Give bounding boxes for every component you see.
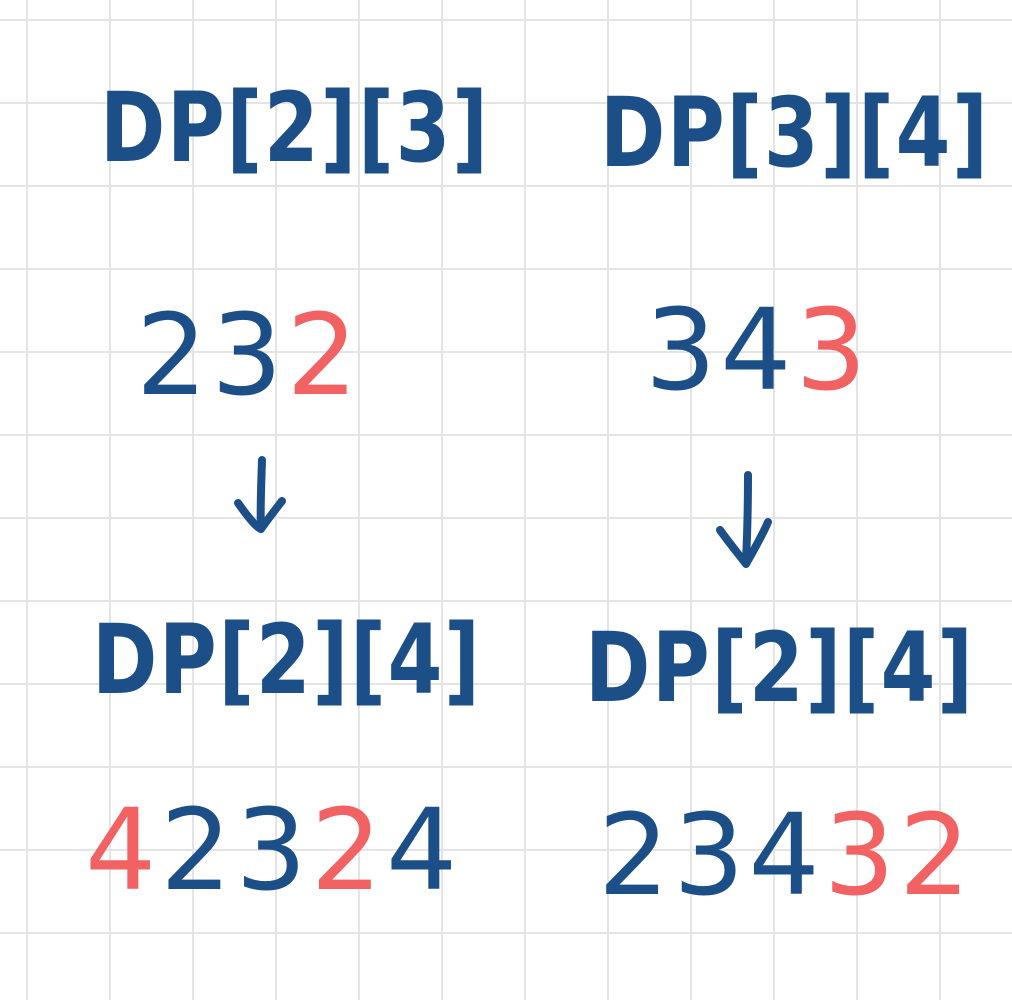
number-highlight-digit: 2 xyxy=(286,291,362,421)
arrow-down-icon xyxy=(230,455,290,565)
number-base-digits: 23 xyxy=(160,786,311,916)
number-base-digits: 34 xyxy=(645,286,796,416)
number-highlight-digits: 32 xyxy=(823,791,975,921)
arrow-down-icon xyxy=(712,470,772,580)
number-343: 343 xyxy=(645,295,871,407)
number-tail-digit: 4 xyxy=(386,786,462,916)
number-lead-highlight-digit: 4 xyxy=(85,786,161,916)
number-232: 232 xyxy=(136,300,362,412)
arrow-down-left-svg xyxy=(234,456,286,533)
label-dp-2-4-left: DP[2][4] xyxy=(92,604,482,716)
number-base-digits: 234 xyxy=(598,791,824,921)
label-dp-2-4-right: DP[2][4] xyxy=(585,612,975,724)
number-23432: 23432 xyxy=(598,800,974,912)
arrow-down-right-svg xyxy=(716,471,772,568)
label-dp-2-3: DP[2][3] xyxy=(100,72,490,184)
number-42324: 42324 xyxy=(85,795,461,907)
number-highlight-digit: 3 xyxy=(795,286,871,416)
number-highlight-digit: 2 xyxy=(310,786,387,916)
number-base-digits: 23 xyxy=(136,291,287,421)
label-dp-3-4: DP[3][4] xyxy=(600,77,990,189)
